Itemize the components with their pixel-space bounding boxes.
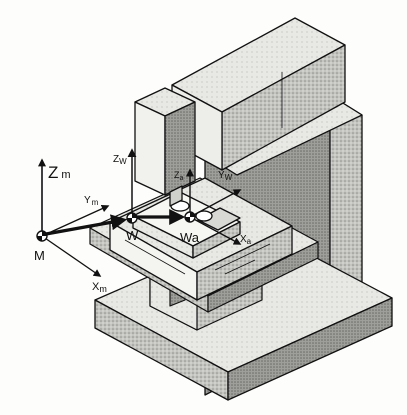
origin-w-label: W bbox=[126, 228, 139, 243]
ym-label: Ym bbox=[84, 195, 99, 207]
za-label: Za bbox=[174, 170, 184, 182]
xm-label: Xm bbox=[92, 281, 107, 294]
yw-label: YW bbox=[218, 170, 233, 182]
ym-axis-arrow bbox=[41, 205, 110, 237]
xa-axis-arrow bbox=[189, 216, 242, 245]
machine-coordinate-system bbox=[36, 158, 110, 277]
auxiliary-coordinate-system bbox=[184, 168, 242, 245]
overarm bbox=[171, 17, 346, 171]
xa-label: Xa bbox=[240, 234, 252, 246]
zw-label: ZW bbox=[113, 154, 127, 166]
machine-base bbox=[94, 227, 393, 401]
origin-wa-label: Wa bbox=[180, 230, 200, 245]
origin-m-label: M bbox=[34, 248, 45, 263]
vector-m-to-w bbox=[45, 214, 128, 236]
yw-axis-arrow bbox=[189, 189, 242, 218]
xm-axis-arrow bbox=[41, 235, 102, 277]
spindle-head bbox=[134, 87, 196, 207]
